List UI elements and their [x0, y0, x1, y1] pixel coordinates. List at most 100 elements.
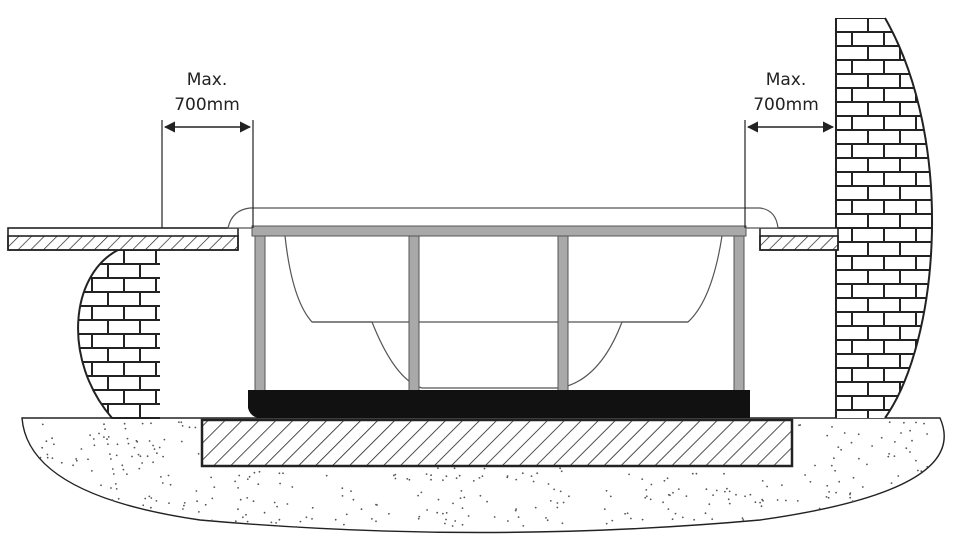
ground-dot: [279, 482, 281, 485]
frame-leg-1: [254, 235, 266, 393]
brick: [931, 129, 933, 145]
brick: [836, 269, 837, 285]
ground-dot: [451, 525, 454, 527]
ground-dot: [123, 422, 126, 425]
brick: [836, 381, 837, 397]
ground-dot: [667, 493, 670, 496]
brick: [139, 375, 160, 391]
brick: [948, 88, 964, 102]
ground-dot: [445, 475, 448, 478]
ground-dot: [715, 489, 718, 492]
ground-dot: [522, 525, 525, 527]
brick: [899, 101, 933, 117]
ground-dot: [724, 490, 726, 493]
ground-dot: [796, 500, 799, 502]
ground-dot: [843, 432, 846, 434]
ground-dot: [253, 471, 256, 474]
ground-dot: [388, 512, 390, 515]
ground-dot: [628, 473, 630, 476]
ground-dot: [138, 467, 141, 470]
brick: [836, 185, 837, 201]
ground-dot: [759, 501, 761, 504]
brick: [867, 101, 901, 117]
ground-dot: [291, 486, 294, 488]
black-base-support: [248, 390, 750, 418]
ground-dot: [545, 517, 547, 519]
ground-dot: [897, 475, 900, 477]
ground-dot: [278, 472, 281, 475]
brick: [44, 264, 76, 278]
ground-dot: [124, 427, 127, 430]
ground-dot: [394, 473, 397, 476]
ground-dot: [126, 437, 129, 440]
brick: [899, 241, 933, 257]
brick: [836, 297, 869, 313]
ground-dot: [630, 517, 632, 520]
brick: [851, 339, 885, 355]
ground-dot: [830, 464, 833, 467]
ground-dot: [562, 501, 565, 504]
ground-dot: [530, 475, 533, 477]
ground-dot: [242, 516, 244, 519]
ground-dot: [472, 480, 475, 482]
brick: [867, 73, 901, 89]
brick: [948, 116, 964, 130]
brick: [107, 375, 141, 391]
ground-dot: [804, 474, 806, 476]
brick: [836, 73, 837, 89]
right-brick-wall: [835, 17, 964, 419]
brick: [883, 283, 917, 299]
ground-dot: [708, 503, 711, 506]
ground-dot: [723, 472, 725, 475]
ground-dot: [430, 478, 432, 481]
brick: [851, 115, 885, 131]
brick: [867, 18, 901, 33]
ground-dot: [624, 512, 626, 515]
ground-dot: [167, 474, 170, 477]
brick: [931, 353, 933, 369]
right-floor-ledge: [759, 227, 839, 251]
ground-dot: [180, 421, 183, 424]
ground-dot: [835, 491, 837, 494]
ground-dot: [561, 522, 564, 525]
ground-dot: [417, 517, 420, 520]
brick: [915, 31, 933, 47]
ground-dot: [663, 479, 666, 482]
ground-dot: [420, 491, 423, 494]
ground-dot: [852, 476, 855, 479]
ground-dot: [726, 487, 728, 490]
ground-dot: [153, 448, 156, 450]
brick: [883, 59, 917, 75]
ground-dot: [838, 480, 841, 483]
ground-dot: [198, 511, 200, 513]
ground-speckle: [39, 421, 929, 528]
ground-dot: [849, 493, 851, 496]
ground-dot: [194, 426, 197, 429]
brick: [851, 283, 885, 299]
ground-dot: [645, 489, 648, 491]
ground-dot: [75, 458, 77, 460]
ground-dot: [809, 480, 812, 483]
brick: [867, 157, 901, 173]
brick: [931, 241, 933, 257]
ground-dot: [560, 470, 563, 473]
ground-dot: [454, 520, 457, 522]
ground-dot: [437, 467, 439, 469]
brick: [931, 213, 933, 229]
ground-dot: [923, 422, 925, 425]
ground-dot: [103, 436, 105, 438]
concrete-base-slab: [200, 418, 794, 468]
support-frame: [251, 225, 747, 393]
frame-leg-2: [408, 235, 420, 393]
left-brick-wall: [44, 249, 160, 419]
ground-dot: [674, 512, 677, 515]
ground-dot: [437, 498, 440, 501]
ground-dot: [425, 473, 428, 475]
ground-dot: [204, 503, 207, 506]
ground-dot: [196, 500, 199, 503]
ground-dot: [920, 470, 923, 473]
ground-dot: [649, 498, 652, 501]
brick: [78, 333, 93, 349]
ground-dot: [155, 500, 158, 502]
brick: [851, 171, 885, 187]
